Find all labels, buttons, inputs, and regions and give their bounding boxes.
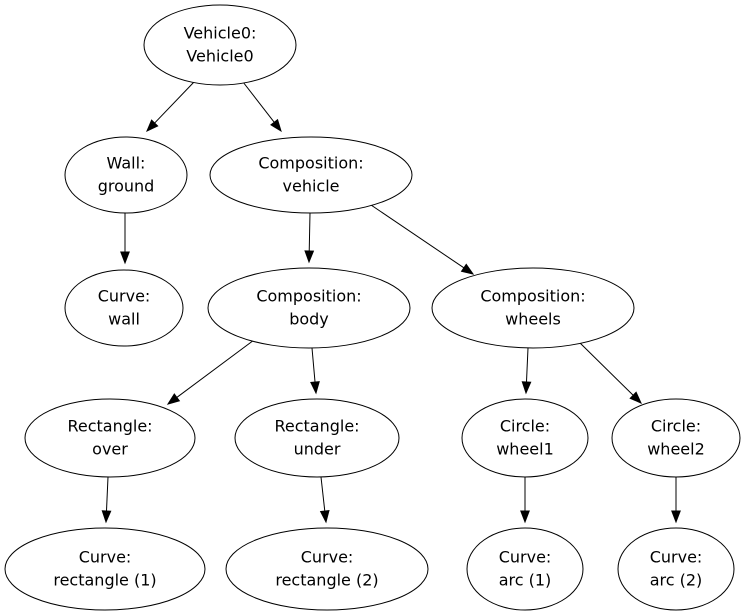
edge-wheel1-to-arc1 xyxy=(520,477,530,524)
node-label-type: Curve: xyxy=(79,548,132,567)
node-label-type: Curve: xyxy=(499,548,552,567)
edge-arrowhead-icon xyxy=(629,391,642,404)
edge-line xyxy=(577,340,634,396)
node-label-type: Composition: xyxy=(258,154,363,173)
node-rect2[interactable]: Curve: rectangle (2) xyxy=(225,527,429,611)
edge-line xyxy=(311,347,316,383)
node-label-name: wheels xyxy=(505,310,561,329)
edge-line xyxy=(370,204,465,269)
edge-wheels-to-wheel1 xyxy=(521,347,532,395)
node-ellipse[interactable] xyxy=(143,4,297,86)
node-label-type: Vehicle0: xyxy=(184,24,257,43)
node-wheel2[interactable]: Circle: wheel2 xyxy=(611,398,741,478)
edge-vehicle0-to-ground xyxy=(146,81,195,133)
edge-line xyxy=(320,476,326,512)
node-label-name: Vehicle0 xyxy=(186,47,253,66)
node-under[interactable]: Rectangle: under xyxy=(234,398,400,478)
node-ellipse[interactable] xyxy=(431,267,635,349)
node-label-name: arc (1) xyxy=(499,571,552,590)
node-label-name: ground xyxy=(98,177,155,196)
node-ellipse[interactable] xyxy=(225,527,429,611)
node-arc2[interactable]: Curve: arc (2) xyxy=(617,527,735,611)
edge-arrowhead-icon xyxy=(146,119,159,133)
node-ellipse[interactable] xyxy=(461,398,589,478)
node-ground[interactable]: Wall: ground xyxy=(64,136,188,214)
node-label-name: wall xyxy=(108,310,140,329)
edge-arrowhead-icon xyxy=(521,381,532,395)
edge-wheel2-to-arc2 xyxy=(671,477,681,524)
edge-arrowhead-icon xyxy=(120,251,130,265)
edge-body-to-over xyxy=(166,339,255,405)
node-label-name: wheel2 xyxy=(647,440,705,459)
edge-arrowhead-icon xyxy=(520,510,530,524)
edge-arrowhead-icon xyxy=(270,118,282,133)
edge-ground-to-wall xyxy=(120,213,130,265)
node-label-type: Curve: xyxy=(650,548,703,567)
edge-vehicle-to-wheels xyxy=(370,204,475,275)
edge-arrowhead-icon xyxy=(166,393,181,405)
node-wheel1[interactable]: Circle: wheel1 xyxy=(461,398,589,478)
node-label-name: over xyxy=(92,440,128,459)
node-over[interactable]: Rectangle: over xyxy=(24,398,196,478)
node-ellipse[interactable] xyxy=(617,527,735,611)
node-label-type: Curve: xyxy=(301,548,354,567)
edge-arrowhead-icon xyxy=(319,510,330,524)
node-ellipse[interactable] xyxy=(234,398,400,478)
edge-line xyxy=(525,347,529,383)
edge-vehicle-to-body xyxy=(304,212,315,264)
node-ellipse[interactable] xyxy=(207,267,411,349)
edge-line xyxy=(176,339,255,398)
node-label-type: Composition: xyxy=(480,287,585,306)
edge-arrowhead-icon xyxy=(304,250,315,264)
node-label-name: arc (2) xyxy=(650,571,703,590)
node-label-name: vehicle xyxy=(283,177,340,196)
node-label-type: Curve: xyxy=(98,287,151,306)
node-ellipse[interactable] xyxy=(24,398,196,478)
node-arc1[interactable]: Curve: arc (1) xyxy=(466,527,584,611)
node-ellipse[interactable] xyxy=(64,136,188,214)
node-label-type: Composition: xyxy=(256,287,361,306)
node-body[interactable]: Composition: body xyxy=(207,267,411,349)
node-label-name: rectangle (2) xyxy=(275,571,378,590)
node-label-type: Circle: xyxy=(500,417,550,436)
node-wheels[interactable]: Composition: wheels xyxy=(431,267,635,349)
edge-under-to-rect2 xyxy=(319,476,330,524)
node-label-name: under xyxy=(294,440,341,459)
node-label-name: wheel1 xyxy=(496,440,554,459)
nodes-layer: Vehicle0:Vehicle0Wall:groundComposition:… xyxy=(4,4,741,611)
edge-arrowhead-icon xyxy=(671,510,681,524)
edge-over-to-rect1 xyxy=(101,476,112,524)
edge-vehicle0-to-vehicle xyxy=(242,81,282,133)
edge-wheels-to-wheel2 xyxy=(577,340,642,404)
node-ellipse[interactable] xyxy=(64,269,184,347)
node-label-type: Wall: xyxy=(107,154,146,173)
node-label-type: Rectangle: xyxy=(67,417,152,436)
node-label-type: Rectangle: xyxy=(274,417,359,436)
node-rect1[interactable]: Curve: rectangle (1) xyxy=(4,527,206,611)
node-label-name: rectangle (1) xyxy=(53,571,156,590)
node-ellipse[interactable] xyxy=(4,527,206,611)
node-ellipse[interactable] xyxy=(611,398,741,478)
edge-body-to-under xyxy=(310,347,320,395)
edge-arrowhead-icon xyxy=(310,381,320,395)
node-wall[interactable]: Curve: wall xyxy=(64,269,184,347)
node-label-name: body xyxy=(289,310,329,329)
edge-arrowhead-icon xyxy=(460,263,475,275)
edges-layer xyxy=(101,81,681,524)
node-ellipse[interactable] xyxy=(209,136,413,214)
edge-line xyxy=(308,212,311,252)
node-vehicle0[interactable]: Vehicle0: Vehicle0 xyxy=(143,4,297,86)
edge-line xyxy=(242,81,275,123)
node-vehicle[interactable]: Composition: vehicle xyxy=(209,136,413,214)
edge-line xyxy=(105,476,109,512)
edge-arrowhead-icon xyxy=(101,510,112,524)
node-label-type: Circle: xyxy=(651,417,701,436)
edge-line xyxy=(154,81,195,124)
node-ellipse[interactable] xyxy=(466,527,584,611)
